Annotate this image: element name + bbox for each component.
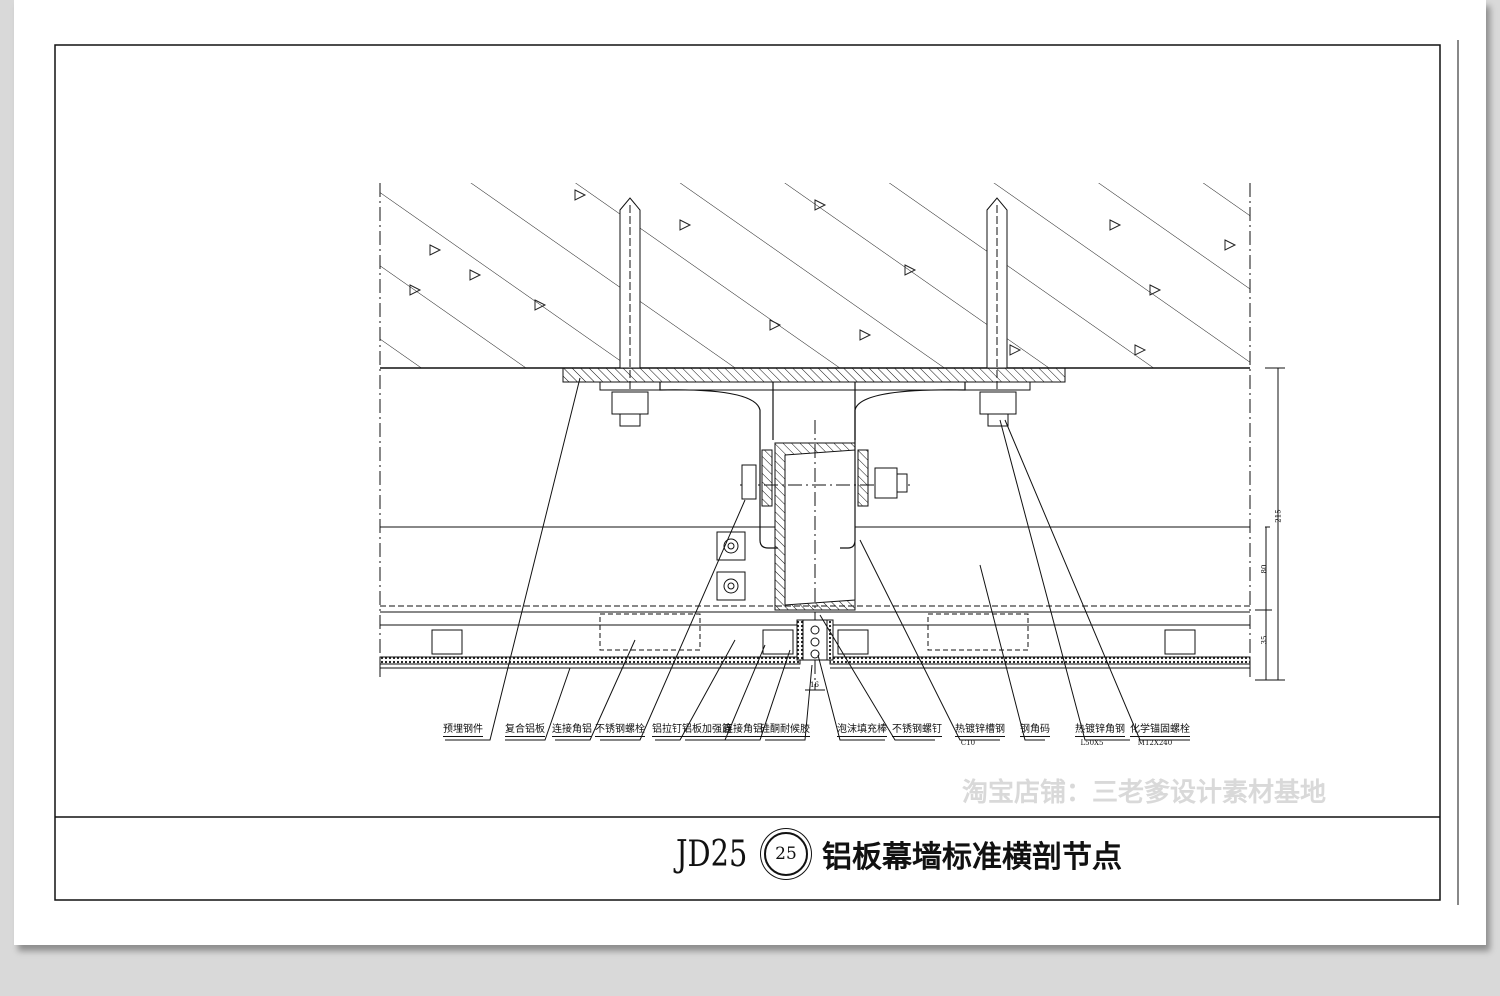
- label-foam-rod: 泡沫填充棒: [837, 724, 887, 737]
- spec-angle: L50X5: [1080, 739, 1104, 747]
- label-composite-panel: 复合铝板: [505, 724, 545, 737]
- leader-lines: [445, 377, 1190, 741]
- dimension-lines: [1255, 367, 1285, 681]
- label-steel-bracket: 钢角码: [1020, 724, 1050, 737]
- label-rivet: 铝拉钉: [652, 724, 682, 737]
- label-silicone-sealant: 硅酮耐候胶: [760, 724, 810, 737]
- label-embedded-steel: 预埋钢件: [443, 724, 483, 737]
- watermark: 淘宝店铺：三老爹设计素材基地: [962, 778, 1327, 808]
- label-stiffener: 铝板加强筋: [682, 724, 732, 737]
- label-connecting-angle: 连接角铝: [552, 724, 592, 737]
- dim-total: 215: [1274, 509, 1283, 523]
- label-angle-steel: 热镀锌角钢: [1075, 724, 1125, 737]
- stainless-bolts: [716, 531, 746, 601]
- sheet-frame: [54, 40, 1459, 905]
- drawing-code: JD25: [676, 833, 748, 875]
- label-stainless-bolt: 不锈钢螺栓: [595, 724, 645, 737]
- spec-channel: C10: [960, 739, 976, 747]
- embedded-plate: [562, 367, 1066, 391]
- label-stainless-screw: 不锈钢螺钉: [892, 724, 942, 737]
- steel-angle-brackets: [659, 382, 966, 549]
- dim-joint: 16: [810, 681, 819, 689]
- dim-lower: 35: [1260, 635, 1269, 645]
- spec-anchor: M12X240: [1137, 739, 1173, 747]
- label-chemical-anchor: 化学锚固螺栓: [1130, 724, 1190, 737]
- detail-number-circle: 25: [764, 832, 808, 876]
- dim-upper: 80: [1260, 564, 1269, 574]
- label-channel-steel: 热镀锌槽钢: [955, 724, 1005, 737]
- drawing-title: 铝板幕墙标准横剖节点: [822, 840, 1122, 875]
- anchor-bolts: [611, 197, 1017, 427]
- aluminum-panel-assembly: [379, 613, 1251, 691]
- label-connecting-angle-2: 连接角铝: [723, 724, 763, 737]
- drawing-title-block: JD25 25 铝板幕墙标准横剖节点: [676, 832, 1122, 876]
- concrete-slab: [379, 183, 1251, 680]
